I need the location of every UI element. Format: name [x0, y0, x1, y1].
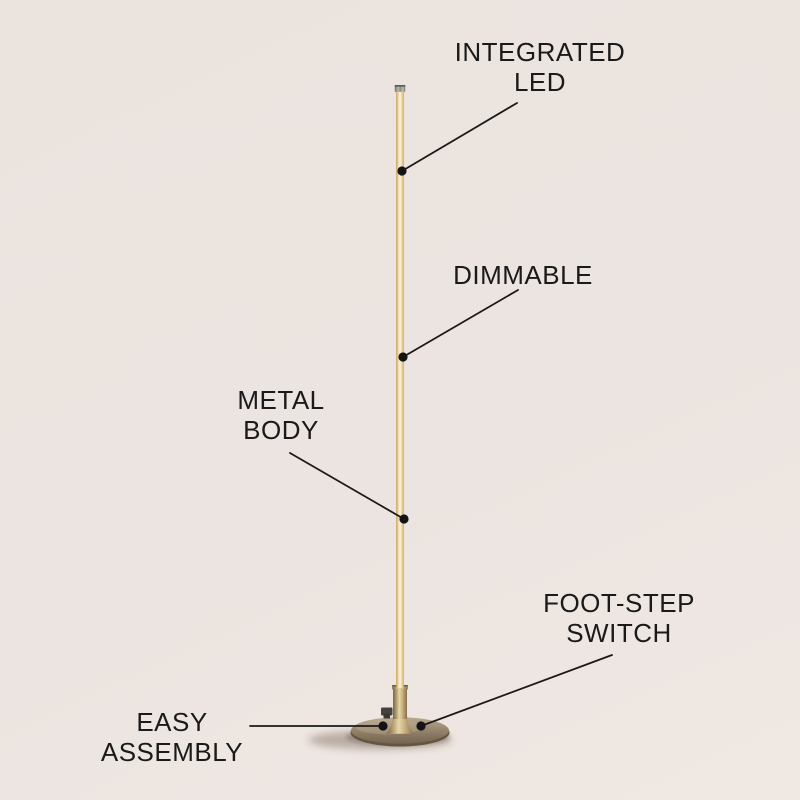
rod-top-cap-edge [394, 85, 406, 87]
callout-dot-dimmable [398, 352, 408, 362]
callout-line-integrated-led [401, 102, 518, 172]
rod-top-cap [394, 85, 406, 92]
feature-label-dimmable: DIMMABLE [453, 260, 593, 290]
callout-line-foot-step-switch [420, 654, 613, 727]
lamp-stem-cone [386, 716, 414, 734]
callout-dot-easy-assembly [378, 721, 388, 731]
callout-dot-foot-step-switch [416, 721, 426, 731]
callout-line-metal-body [289, 452, 405, 520]
led-rod [396, 90, 404, 688]
feature-label-foot-step-switch: FOOT-STEP SWITCH [543, 588, 695, 648]
lamp-lower-tube [393, 686, 407, 719]
callout-dot-metal-body [399, 514, 409, 524]
foot-switch-step [383, 713, 390, 719]
callout-line-dimmable [402, 289, 519, 358]
feature-label-integrated-led: INTEGRATED LED [454, 37, 626, 97]
feature-label-metal-body: METAL BODY [237, 385, 325, 445]
callout-dot-integrated-led [397, 166, 407, 176]
feature-label-easy-assembly: EASY ASSEMBLY [100, 707, 244, 767]
